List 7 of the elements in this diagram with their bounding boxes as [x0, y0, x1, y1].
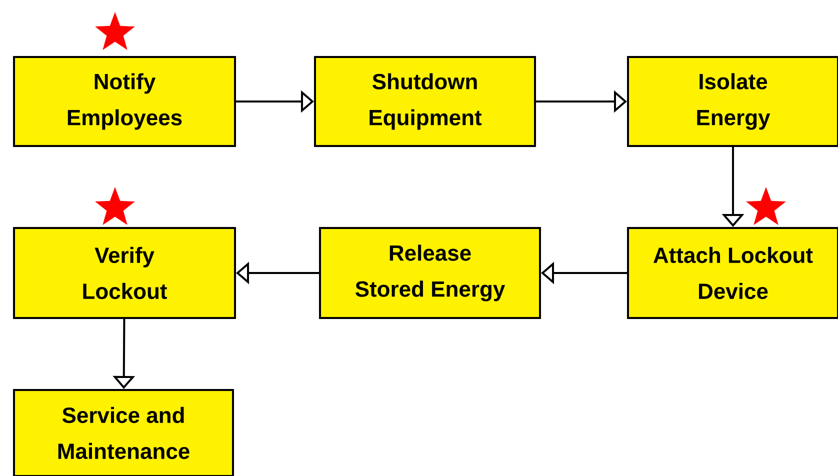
process-box: Isolate Energy	[627, 56, 838, 147]
process-box: Verify Lockout	[13, 227, 236, 319]
process-box: Service and Maintenance	[13, 389, 234, 476]
process-box: Attach Lockout Device	[627, 227, 838, 319]
process-box: Shutdown Equipment	[314, 56, 536, 147]
process-box: Notify Employees	[13, 56, 236, 147]
process-box: Release Stored Energy	[319, 227, 541, 319]
